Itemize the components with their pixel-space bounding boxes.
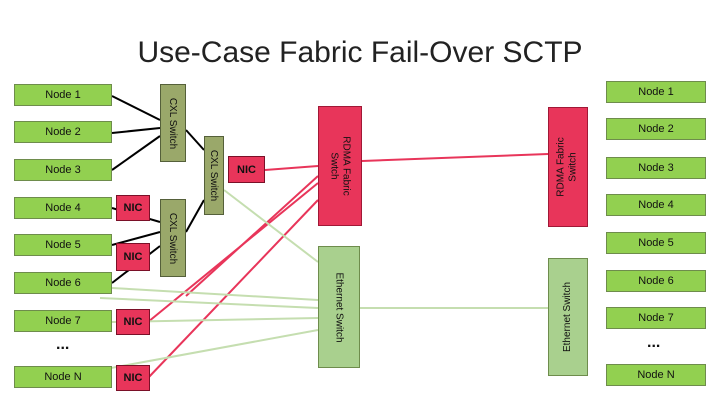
- page-title: Use-Case Fabric Fail-Over SCTP: [137, 36, 583, 69]
- right-node-4: Node 4: [606, 194, 706, 216]
- cxl-link: [185, 199, 205, 233]
- eth-link: [223, 189, 319, 263]
- left-node-6: Node 6: [14, 272, 112, 294]
- cxl-link: [111, 95, 161, 121]
- right-ellipsis: ...: [647, 334, 661, 351]
- cxl-link: [111, 231, 161, 246]
- rdma-link: [147, 199, 319, 379]
- nic-node-n: NIC: [116, 365, 150, 391]
- rdma-link: [185, 175, 319, 297]
- nic-cxl-switch: NIC: [228, 156, 265, 183]
- cxl-switch-bottom: CXL Switch: [160, 199, 186, 277]
- rdma-link: [361, 153, 549, 162]
- right-node-2: Node 2: [606, 118, 706, 140]
- left-node-3: Node 3: [14, 159, 112, 181]
- ethernet-switch-right: Ethernet Switch: [548, 258, 588, 376]
- eth-link: [99, 329, 319, 371]
- cxl-link: [111, 135, 161, 171]
- ethernet-switch-left: Ethernet Switch: [318, 246, 360, 368]
- rdma-fabric-switch-right: RDMA Fabric Switch: [548, 107, 588, 227]
- left-node-7: Node 7: [14, 310, 112, 332]
- cxl-link: [111, 127, 161, 134]
- left-node-n: Node N: [14, 366, 112, 388]
- right-node-6: Node 6: [606, 270, 706, 292]
- right-node-7: Node 7: [606, 307, 706, 329]
- cxl-switch-top: CXL Switch: [160, 84, 186, 162]
- cxl-link: [185, 129, 205, 151]
- left-node-1: Node 1: [14, 84, 112, 106]
- right-node-n: Node N: [606, 364, 706, 386]
- cxl-switch-middle: CXL Switch: [204, 136, 224, 215]
- left-node-4: Node 4: [14, 197, 112, 219]
- nic-node-4: NIC: [116, 195, 150, 221]
- left-node-2: Node 2: [14, 121, 112, 143]
- eth-link: [111, 287, 319, 301]
- right-node-5: Node 5: [606, 232, 706, 254]
- rdma-link: [264, 165, 319, 171]
- right-node-1: Node 1: [606, 81, 706, 103]
- left-ellipsis: ...: [56, 336, 70, 353]
- nic-node-5: NIC: [116, 243, 150, 271]
- left-node-5: Node 5: [14, 234, 112, 256]
- rdma-fabric-switch-left: RDMA Fabric Swtch: [318, 106, 362, 226]
- nic-node-7: NIC: [116, 309, 150, 335]
- right-node-3: Node 3: [606, 157, 706, 179]
- eth-link: [99, 297, 319, 309]
